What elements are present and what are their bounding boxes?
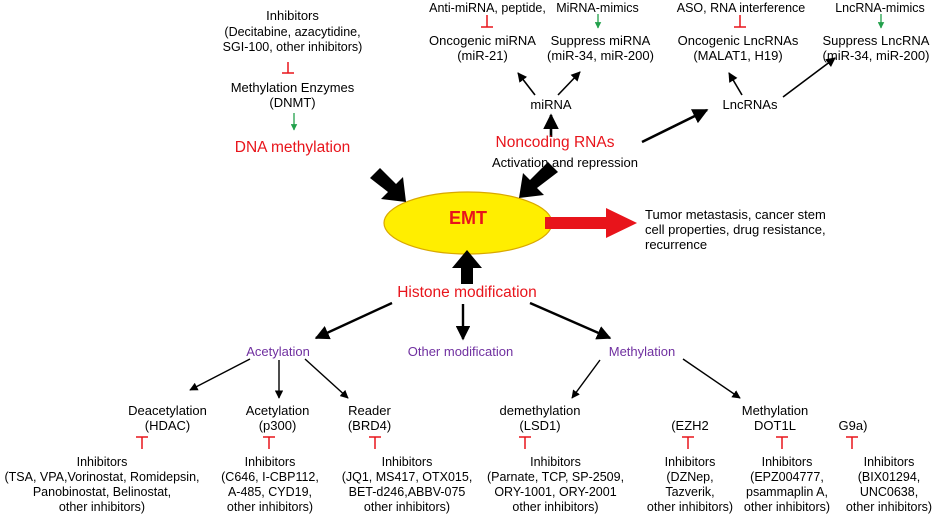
histone-modification-title: Histone modification: [397, 284, 537, 301]
ezh2-label: (EZH2: [671, 418, 709, 433]
histone-to-emt-arrow: [452, 250, 482, 284]
other-modification-label: Other modification: [407, 344, 514, 359]
noncoding-rnas-title: Noncoding RNAs: [495, 134, 615, 151]
lncrnas-to-oncogenic-arrow: [728, 72, 743, 96]
outcome-text: Tumor metastasis, cancer stem cell prope…: [645, 207, 826, 252]
emt-to-outcome-arrow: [545, 208, 637, 238]
lncrnas-to-suppress-arrow: [782, 57, 836, 98]
lncrna-mimics-label: LncRNA-mimics: [835, 1, 925, 15]
methylation-enzymes-label: Methylation Enzymes (DNMT): [230, 80, 355, 110]
g9a-inhibitors: Inhibitors (BIX01294, UNC0638, other inh…: [845, 455, 933, 514]
methylation-dot1l-label: Methylation DOT1L: [741, 403, 809, 433]
mirna-label: miRNA: [530, 97, 572, 112]
suppress-lncrna-label: Suppress LncRNA (miR-34, miR-200): [822, 33, 930, 63]
g9a-label: G9a): [838, 418, 868, 433]
lsd1-inhibitors: Inhibitors (Parnate, TCP, SP-2509, ORY-1…: [486, 455, 625, 514]
dna-methylation-title: DNA methylation: [234, 139, 351, 156]
oncogenic-lncrnas-label: Oncogenic LncRNAs (MALAT1, H19): [677, 33, 799, 63]
acetylation-label: Acetylation: [246, 344, 310, 359]
brd4-inhibitors: Inhibitors (JQ1, MS417, OTX015, BET-d246…: [341, 455, 473, 514]
ncrna-to-lncrnas-arrow: [641, 108, 709, 144]
deacetylation-label: Deacetylation (HDAC): [128, 403, 207, 433]
histone-to-methylation-arrow: [529, 301, 612, 340]
histone-inhibit-bars: [136, 436, 858, 449]
dna-to-emt-arrow: [370, 168, 406, 202]
oncogenic-mirna-label: Oncogenic miRNA (miR-21): [429, 33, 536, 63]
histone-to-acetylation-arrow: [314, 301, 393, 340]
demethylation-label: demethylation (LSD1): [499, 403, 581, 433]
emt-label: EMT: [449, 208, 487, 228]
dot1l-inhibitors: Inhibitors (EPZ004777, psammaplin A, oth…: [743, 455, 831, 514]
p300-inhibitors: Inhibitors (C646, I-CBP112, A-485, CYD19…: [221, 455, 319, 514]
reader-label: Reader (BRD4): [347, 403, 392, 433]
ncrna-to-emt-arrow: [519, 162, 558, 198]
ezh2-inhibitors: Inhibitors (DZNep, Tazverik, other inhib…: [646, 455, 734, 514]
mirna-mimics-label: MiRNA-mimics: [556, 1, 639, 15]
suppress-mirna-label: Suppress miRNA (miR-34, miR-200): [547, 33, 654, 63]
hdac-inhibitors: Inhibitors (TSA, VPA,Vorinostat, Romidep…: [4, 455, 200, 514]
methylation-label: Methylation: [608, 344, 676, 359]
anti-mirna-label: Anti-miRNA, peptide,: [429, 1, 546, 15]
dna-inhibitors-list: (Decitabine, azacytidine, SGI-100, other…: [222, 25, 363, 54]
mirna-to-suppress-arrow: [557, 71, 581, 96]
dna-inhibitors-title: Inhibitors: [266, 8, 319, 23]
mirna-to-oncogenic-arrow: [517, 72, 536, 96]
activation-repression-label: Activation and repression: [492, 155, 638, 170]
acetylation-p300-label: Acetylation (p300): [245, 403, 310, 433]
lncrnas-label: LncRNAs: [722, 97, 778, 112]
aso-label: ASO, RNA interference: [676, 1, 806, 15]
